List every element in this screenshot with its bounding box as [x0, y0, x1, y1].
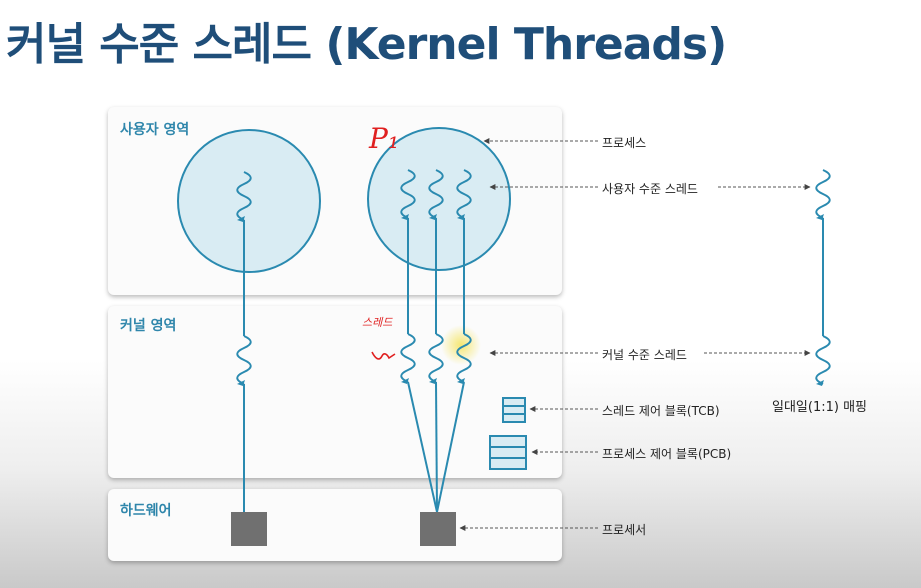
tcb-block: [502, 397, 526, 423]
hardware-region-panel: 하드웨어: [108, 489, 562, 561]
user-thread-1: [400, 169, 416, 219]
kernel-region-label: 커널 영역: [120, 318, 177, 334]
process-circle-left: [177, 129, 321, 273]
mapping-label: 일대일(1:1) 매핑: [772, 400, 867, 415]
cpu-line-3: [436, 381, 465, 513]
handwritten-thread-note: 스레드: [362, 316, 393, 329]
hardware-region-label: 하드웨어: [120, 503, 172, 519]
user-region-label: 사용자 영역: [120, 122, 190, 138]
kernel-thread-label: 커널 수준 스레드: [602, 348, 687, 362]
highlight-glow: [441, 325, 481, 365]
user-thread-label: 사용자 수준 스레드: [602, 182, 698, 196]
mapping-user-thread: [815, 169, 831, 219]
user-thread-left: [236, 171, 252, 221]
kernel-thread-left: [236, 335, 252, 385]
cpu-line-1: [407, 381, 438, 513]
processor-box-right: [420, 512, 456, 546]
tcb-label: 스레드 제어 블록(TCB): [602, 404, 720, 418]
user-thread-3: [456, 169, 472, 219]
process-circle-right: [367, 127, 511, 271]
handwritten-arrow: [371, 351, 396, 360]
processor-label: 프로세서: [602, 523, 647, 537]
mapping-kernel-thread: [815, 335, 831, 385]
kernel-thread-3: [456, 333, 472, 383]
pcb-label: 프로세스 제어 블록(PCB): [602, 447, 732, 461]
page-title: 커널 수준 스레드 (Kernel Threads): [6, 19, 727, 70]
cpu-line-2: [435, 381, 438, 513]
handwritten-p1: P₁: [369, 122, 400, 155]
processor-box-left: [231, 512, 267, 546]
process-label: 프로세스: [602, 136, 647, 150]
kernel-thread-1: [400, 333, 416, 383]
kernel-thread-2: [428, 333, 444, 383]
kernel-region-panel: 커널 영역: [108, 306, 562, 478]
user-thread-2: [428, 169, 444, 219]
pcb-block: [489, 435, 527, 470]
